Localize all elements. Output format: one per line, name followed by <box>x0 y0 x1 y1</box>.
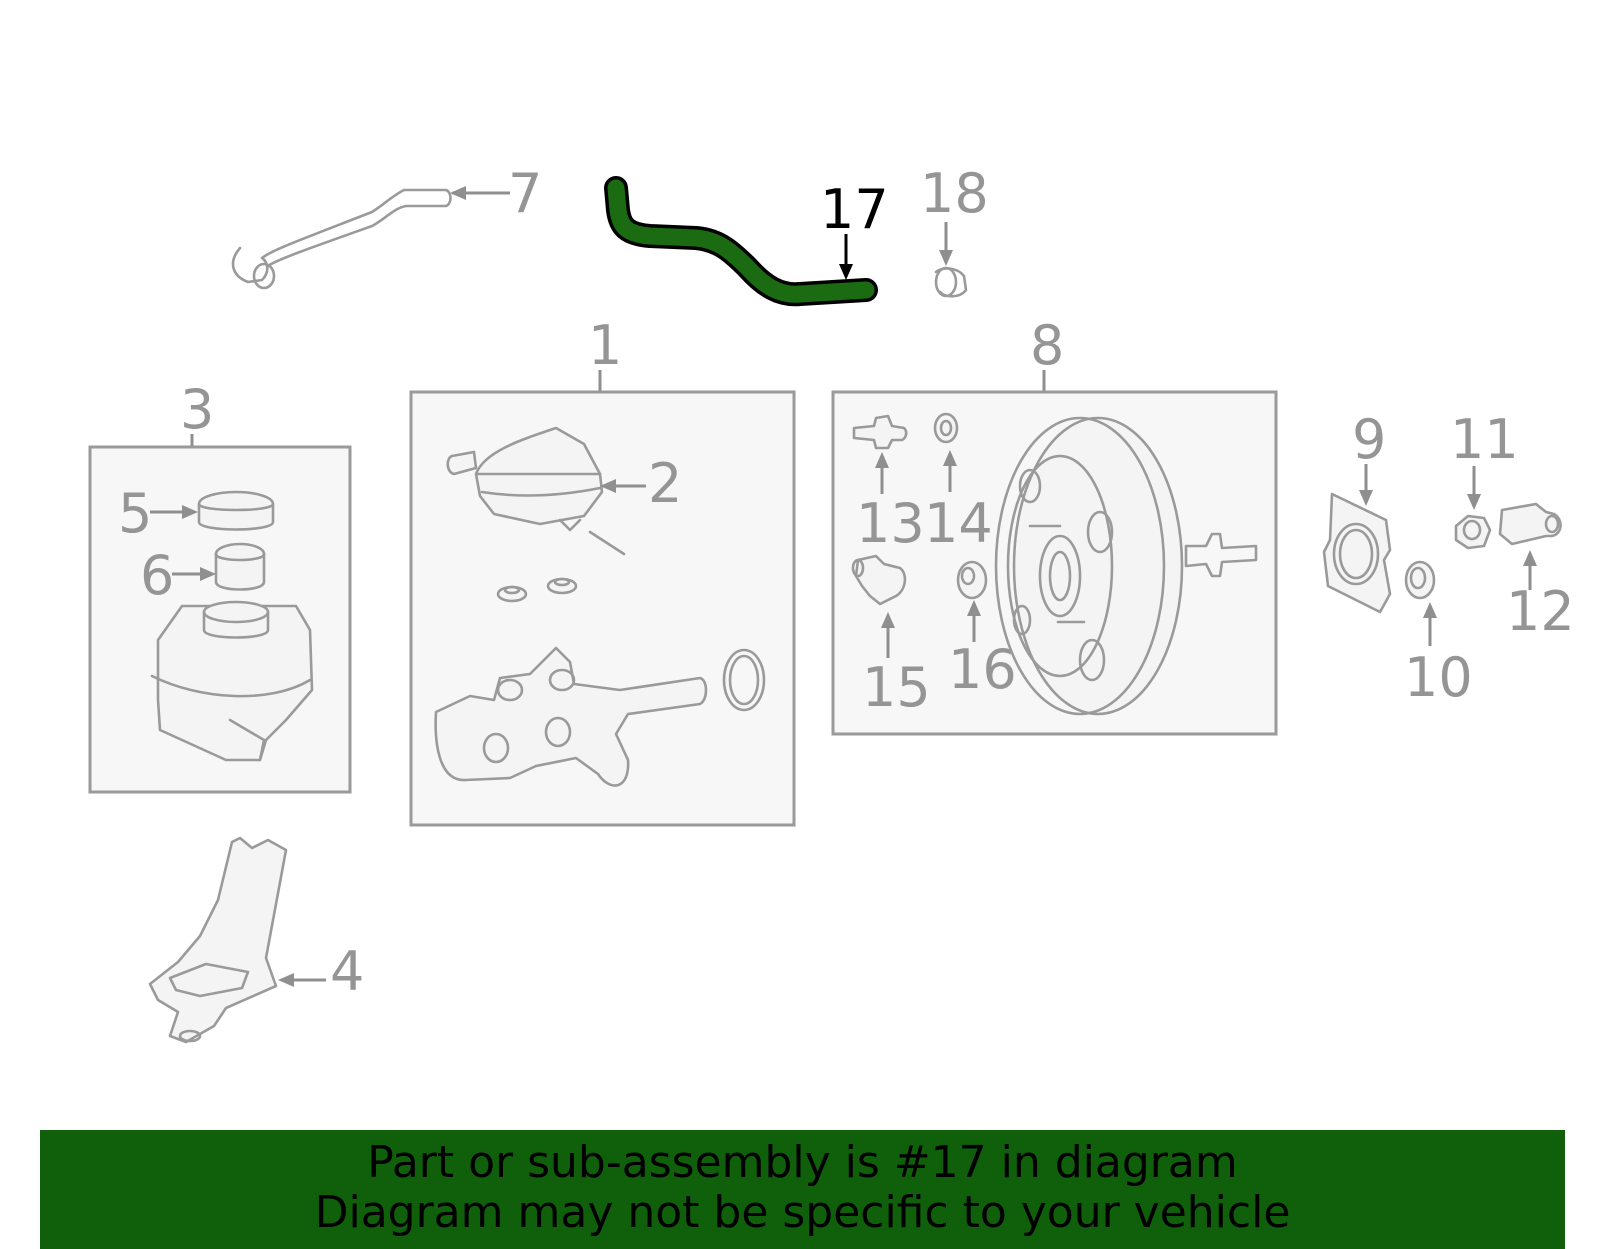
part-10-nut[interactable] <box>1404 560 1436 600</box>
arrow-17 <box>839 264 853 280</box>
label-16[interactable]: 16 <box>948 638 1017 701</box>
label-15[interactable]: 15 <box>862 656 931 719</box>
part-7-pipe[interactable] <box>231 188 452 290</box>
part-15-fitting[interactable] <box>851 554 907 606</box>
arrow-6 <box>200 567 216 581</box>
label-17[interactable]: 17 <box>820 178 889 241</box>
arrow-4 <box>278 973 294 987</box>
label-14[interactable]: 14 <box>924 492 993 555</box>
arrow-9 <box>1359 490 1373 506</box>
arrow-7 <box>450 186 466 200</box>
part-13-check-valve[interactable] <box>852 414 908 450</box>
label-2[interactable]: 2 <box>648 452 682 515</box>
notice-banner: Part or sub-assembly is #17 in diagram D… <box>40 1130 1565 1249</box>
label-4[interactable]: 4 <box>330 940 364 1003</box>
arrow-16 <box>967 600 981 616</box>
part-16-grommet[interactable] <box>956 560 988 600</box>
label-13[interactable]: 13 <box>856 492 925 555</box>
brake-booster <box>994 416 1258 716</box>
part-4-bracket[interactable] <box>148 836 288 1044</box>
label-18[interactable]: 18 <box>920 162 989 225</box>
seals <box>496 577 578 603</box>
arrow-11 <box>1467 494 1481 510</box>
label-6[interactable]: 6 <box>140 544 174 607</box>
arrow-15 <box>881 612 895 628</box>
o-ring <box>722 648 766 712</box>
part-12-clevis[interactable] <box>1498 502 1562 546</box>
label-10[interactable]: 10 <box>1404 646 1473 709</box>
banner-line-2: Diagram may not be specific to your vehi… <box>314 1187 1291 1238</box>
arrow-2 <box>600 479 616 493</box>
label-12[interactable]: 12 <box>1506 580 1575 643</box>
part-9-gasket[interactable] <box>1322 492 1392 614</box>
label-3[interactable]: 3 <box>180 378 214 441</box>
part-14-grommet[interactable] <box>933 412 959 444</box>
label-1[interactable]: 1 <box>588 314 622 377</box>
reservoir-tank <box>150 600 314 762</box>
label-7[interactable]: 7 <box>508 162 542 225</box>
label-5[interactable]: 5 <box>118 482 152 545</box>
arrow-5 <box>182 505 198 519</box>
arrow-18 <box>939 250 953 266</box>
o-ring-inner <box>728 654 760 706</box>
arrow-12 <box>1523 550 1537 566</box>
arrow-13 <box>875 452 889 468</box>
part-5-cap[interactable] <box>197 490 275 531</box>
label-11[interactable]: 11 <box>1450 408 1519 471</box>
label-9[interactable]: 9 <box>1352 408 1386 471</box>
banner-line-1: Part or sub-assembly is #17 in diagram <box>367 1137 1238 1188</box>
arrow-10 <box>1423 602 1437 618</box>
part-2-reservoir[interactable] <box>446 426 626 556</box>
part-6-strainer[interactable] <box>214 542 266 591</box>
label-8[interactable]: 8 <box>1030 314 1064 377</box>
part-18-clamp[interactable] <box>934 266 968 298</box>
master-cylinder-body <box>434 646 708 787</box>
arrow-14 <box>943 450 957 466</box>
part-11-nut[interactable] <box>1454 514 1492 550</box>
part-17-hose[interactable] <box>604 176 878 307</box>
